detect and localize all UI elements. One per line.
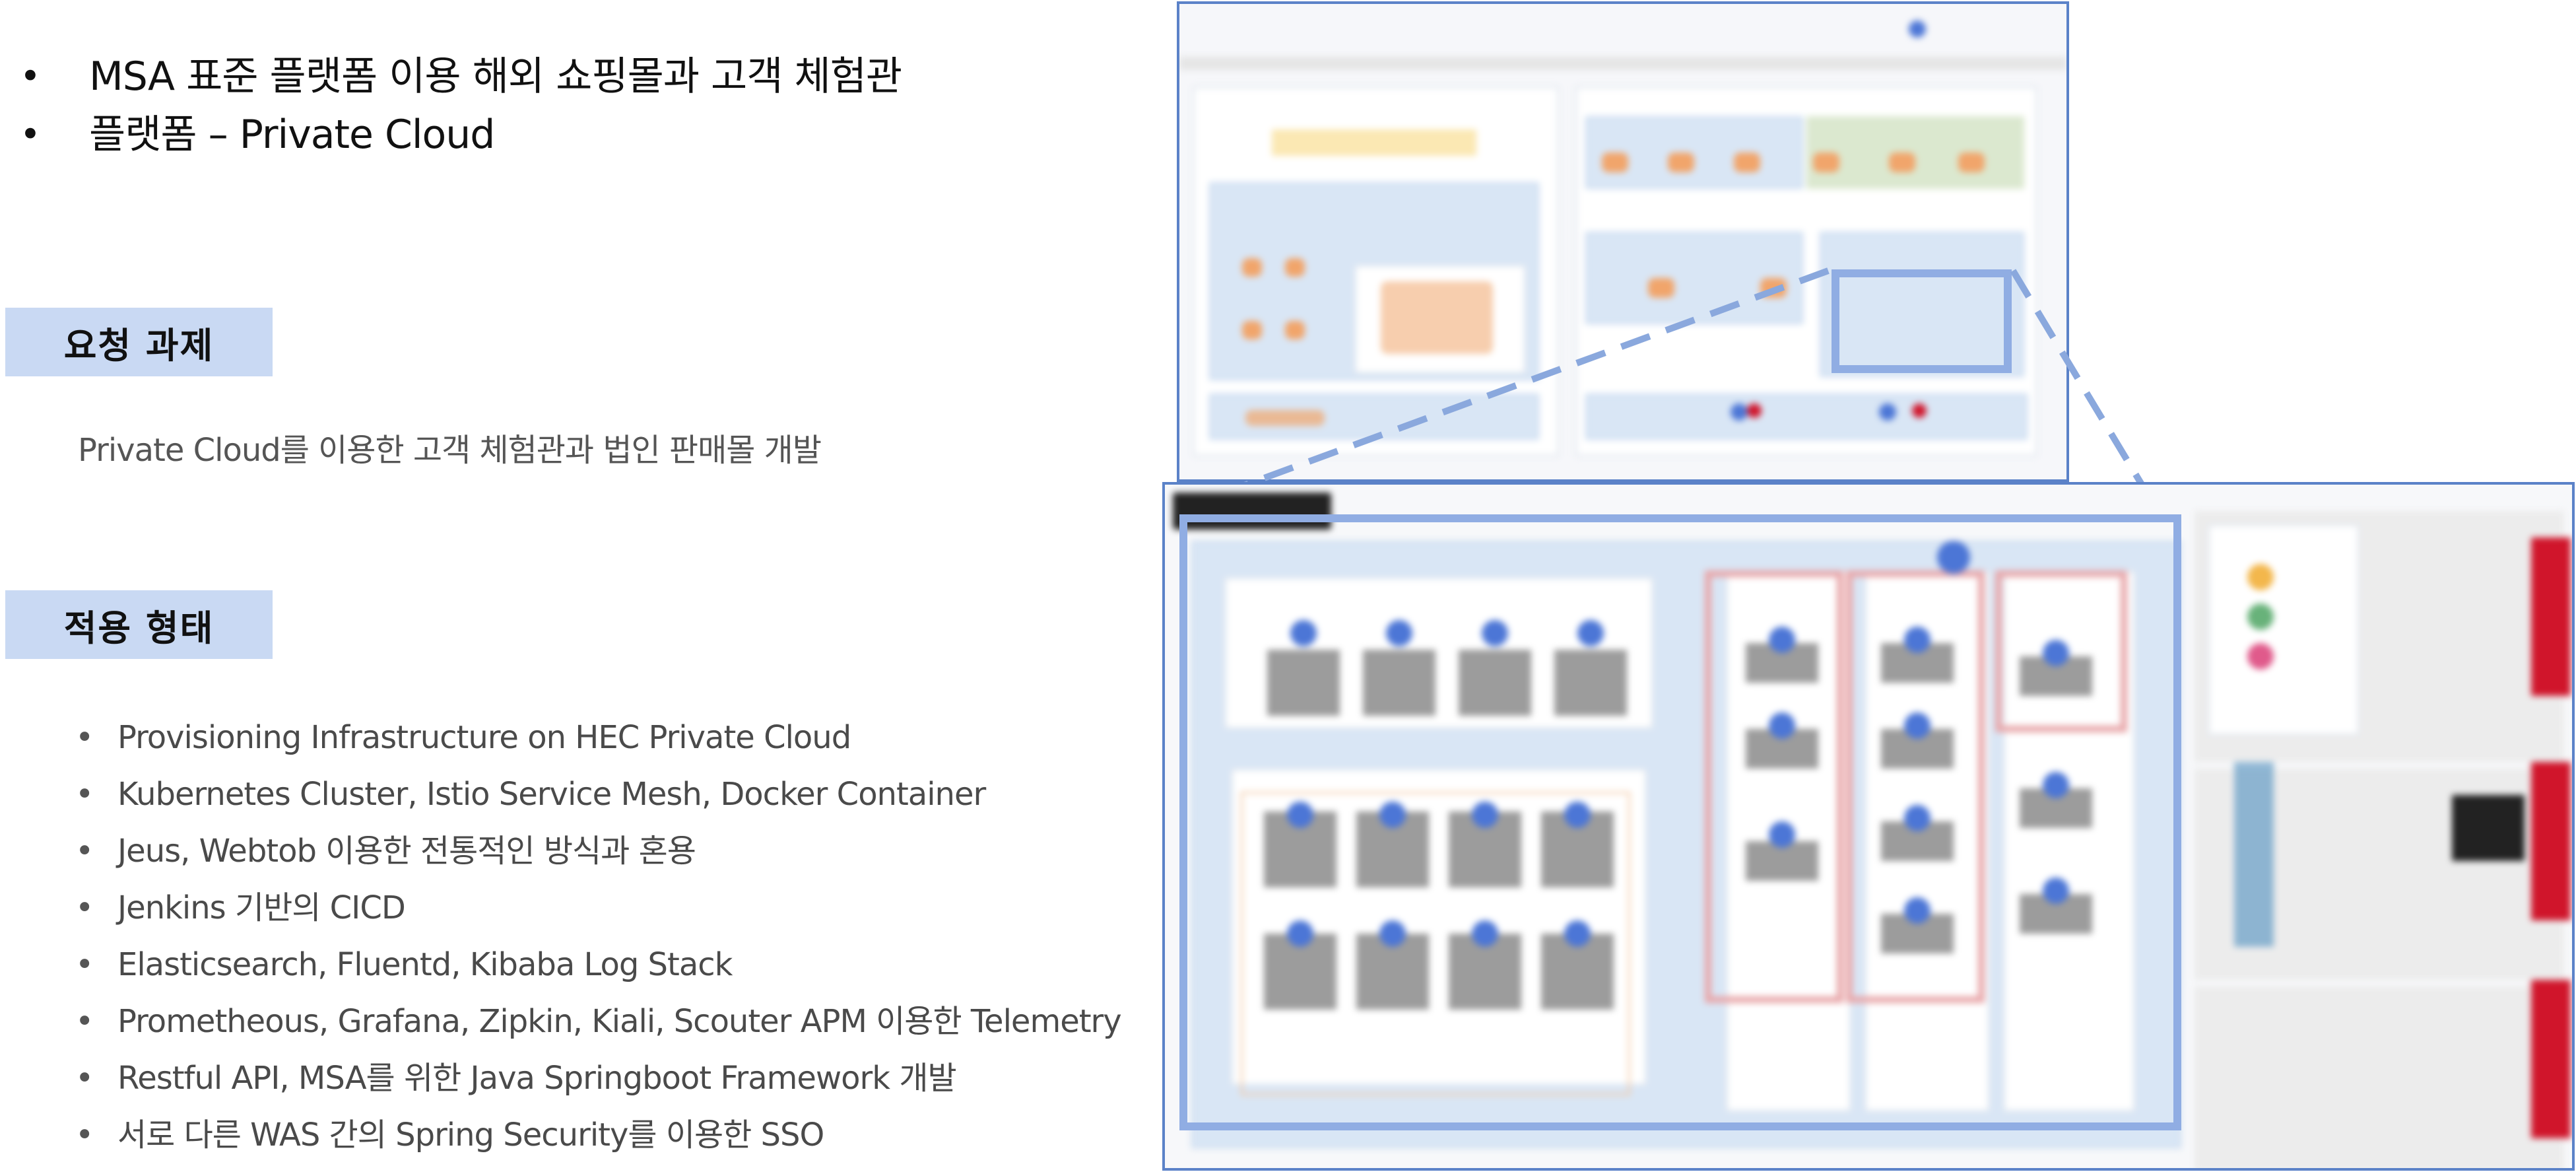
apply-list: Provisioning Infrastructure on HEC Priva… [74,709,1122,1163]
apply-item: Provisioning Infrastructure on HEC Priva… [74,709,1121,766]
apply-item: Restful API, MSA를 위한 Java Springboot Fra… [74,1050,1121,1107]
detail-diagram-image [1165,485,2572,1168]
headline-item: 플랫폼 – Private Cloud [20,106,902,164]
apply-section-label: 적용 형태 [5,590,273,659]
apply-item: Jeus, Webtob 이용한 전통적인 방식과 혼용 [74,823,1121,879]
overview-diagram-image [1179,4,2066,479]
headline-list: MSA 표준 플랫폼 이용 해외 쇼핑몰과 고객 체험관 플랫폼 – Priva… [20,48,902,164]
apply-item: 서로 다른 WAS 간의 Spring Security를 이용한 SSO [74,1107,1121,1163]
architecture-detail-diagram [1162,482,2575,1171]
request-section-label: 요청 과제 [5,308,273,376]
detail-highlight-box [1179,514,2181,1130]
headline-item: MSA 표준 플랫폼 이용 해외 쇼핑몰과 고객 체험관 [20,48,902,106]
apply-item: Jenkins 기반의 CICD [74,879,1121,936]
request-description: Private Cloud를 이용한 고객 체험관과 법인 판매몰 개발 [78,432,822,469]
zoom-highlight-box [1832,269,2012,373]
apply-item: Kubernetes Cluster, Istio Service Mesh, … [74,766,1121,823]
apply-item: Elasticsearch, Fluentd, Kibaba Log Stack [74,936,1121,993]
apply-item: Prometheous, Grafana, Zipkin, Kiali, Sco… [74,993,1122,1050]
architecture-overview-diagram [1177,1,2069,482]
